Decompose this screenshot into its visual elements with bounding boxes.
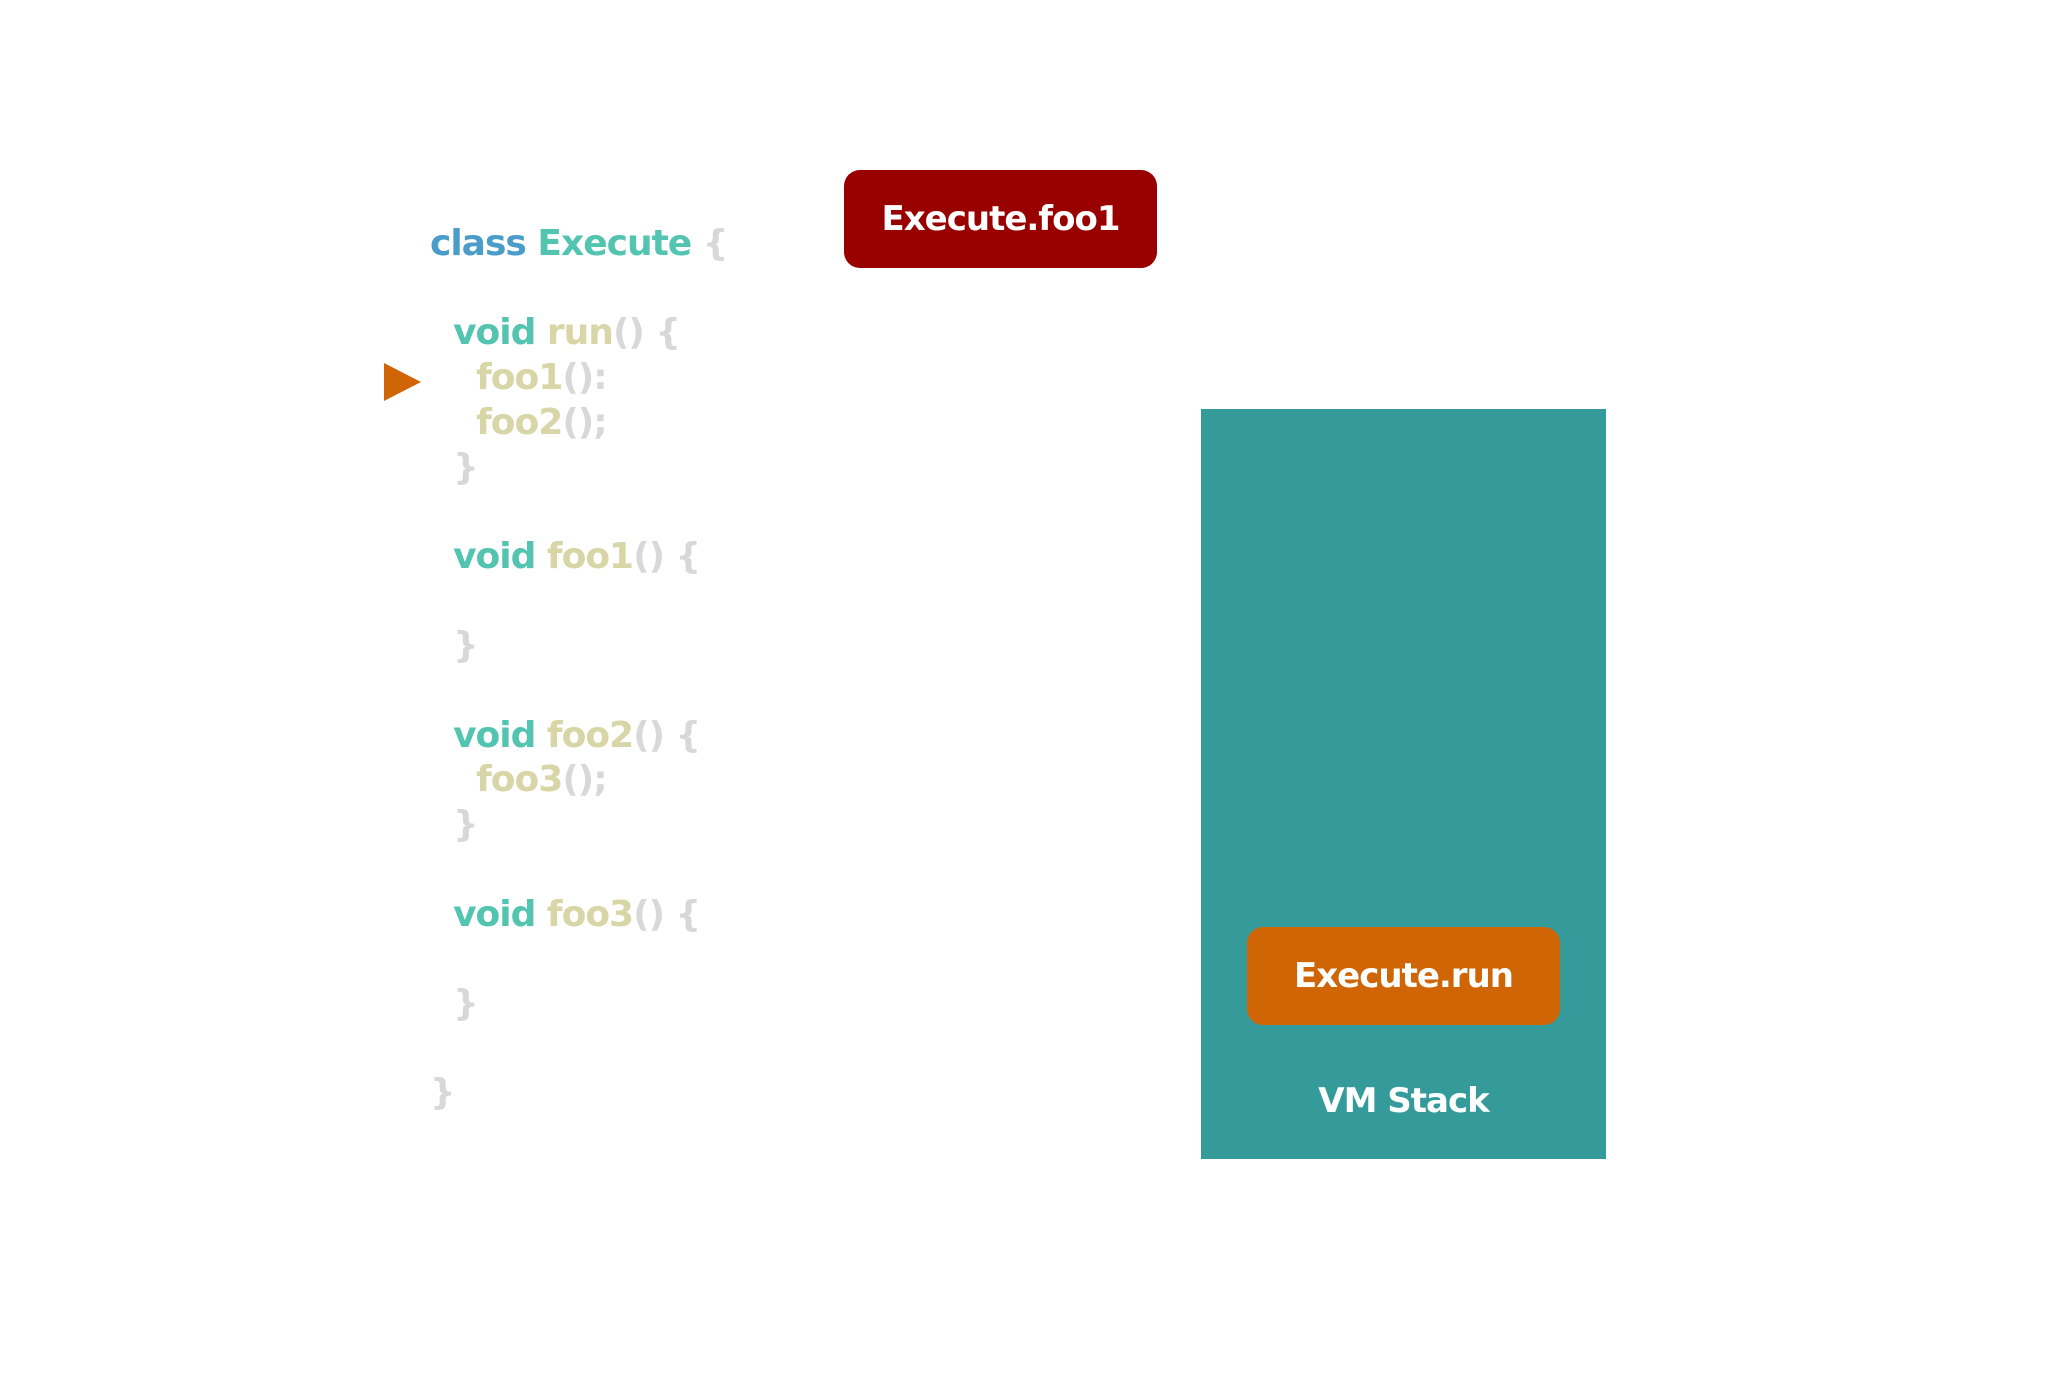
code-token: foo1 — [476, 357, 563, 399]
code-line: } — [430, 624, 479, 668]
code-line: foo2(); — [430, 401, 608, 445]
code-indent — [430, 402, 476, 443]
code-token: () { — [633, 535, 701, 577]
code-token: (); — [562, 401, 607, 443]
code-token: } — [453, 804, 479, 846]
code-indent — [430, 536, 453, 577]
code-token: foo2 — [546, 714, 634, 756]
code-token: foo3 — [476, 759, 563, 801]
code-token: foo1 — [546, 535, 634, 577]
frame-execute-run: Execute.run — [1247, 927, 1560, 1025]
code-indent — [430, 357, 476, 398]
code-token: void — [453, 312, 547, 354]
code-indent — [430, 312, 453, 353]
code-indent — [430, 625, 453, 666]
code-line: } — [430, 1071, 456, 1115]
code-indent — [430, 804, 453, 845]
code-token: foo3 — [546, 893, 634, 935]
code-token: void — [453, 535, 547, 577]
code-line: void foo3() { — [430, 893, 701, 937]
code-line: void run() { — [430, 311, 681, 355]
code-line: foo3(); — [430, 758, 608, 802]
code-token: } — [430, 1072, 456, 1114]
code-indent — [430, 715, 453, 756]
code-token: foo2 — [476, 401, 563, 443]
code-indent — [430, 759, 476, 800]
current-line-arrow-icon — [384, 363, 421, 401]
code-token: Execute — [537, 223, 692, 264]
code-line: void foo2() { — [430, 714, 701, 758]
code-token: run — [546, 312, 614, 354]
code-token: (); — [562, 759, 607, 801]
code-line: } — [430, 982, 479, 1026]
code-line: void foo1() { — [430, 535, 701, 579]
code-token: () { — [633, 893, 701, 935]
vm-stack: Execute.run VM Stack — [1201, 409, 1606, 1159]
code-line: } — [430, 446, 479, 490]
code-indent — [430, 983, 453, 1024]
code-token: (): — [562, 357, 607, 399]
frame-execute-foo1: Execute.foo1 — [844, 170, 1157, 268]
code-token: } — [453, 982, 479, 1024]
code-token: class — [430, 223, 538, 264]
code-token: void — [453, 714, 547, 756]
code-token: () { — [612, 312, 681, 354]
code-token: } — [453, 625, 479, 667]
code-token: void — [453, 893, 547, 935]
code-line: foo1(): — [430, 356, 608, 400]
code-indent — [430, 894, 453, 935]
code-indent — [430, 447, 453, 488]
code-token: { — [691, 223, 729, 264]
code-line: class Execute { — [430, 222, 729, 266]
vm-stack-label: VM Stack — [1318, 1081, 1489, 1121]
code-token: } — [453, 446, 479, 488]
code-token: () { — [633, 714, 701, 756]
code-line: } — [430, 803, 479, 847]
